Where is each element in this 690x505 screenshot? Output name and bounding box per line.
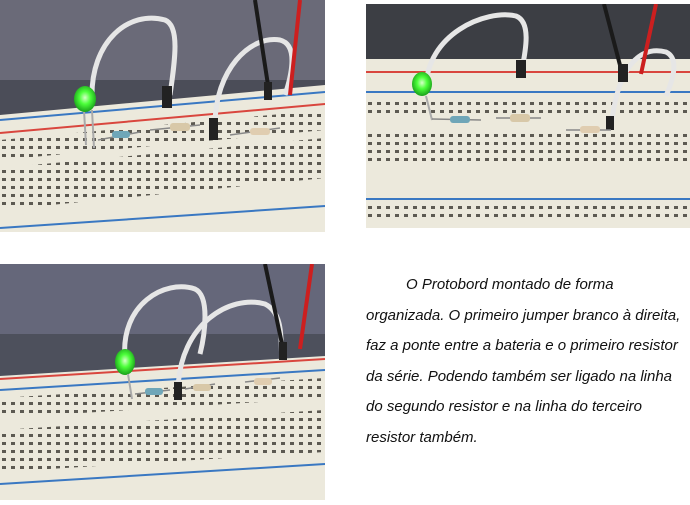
breadboard-photo-2 [366,4,690,228]
photo-caption: O Protobord montado de forma organizada.… [366,270,686,453]
caption-text: O Protobord montado de forma organizada.… [366,276,681,446]
breadboard-photo-1 [0,0,325,232]
breadboard-photo-3 [0,264,325,500]
